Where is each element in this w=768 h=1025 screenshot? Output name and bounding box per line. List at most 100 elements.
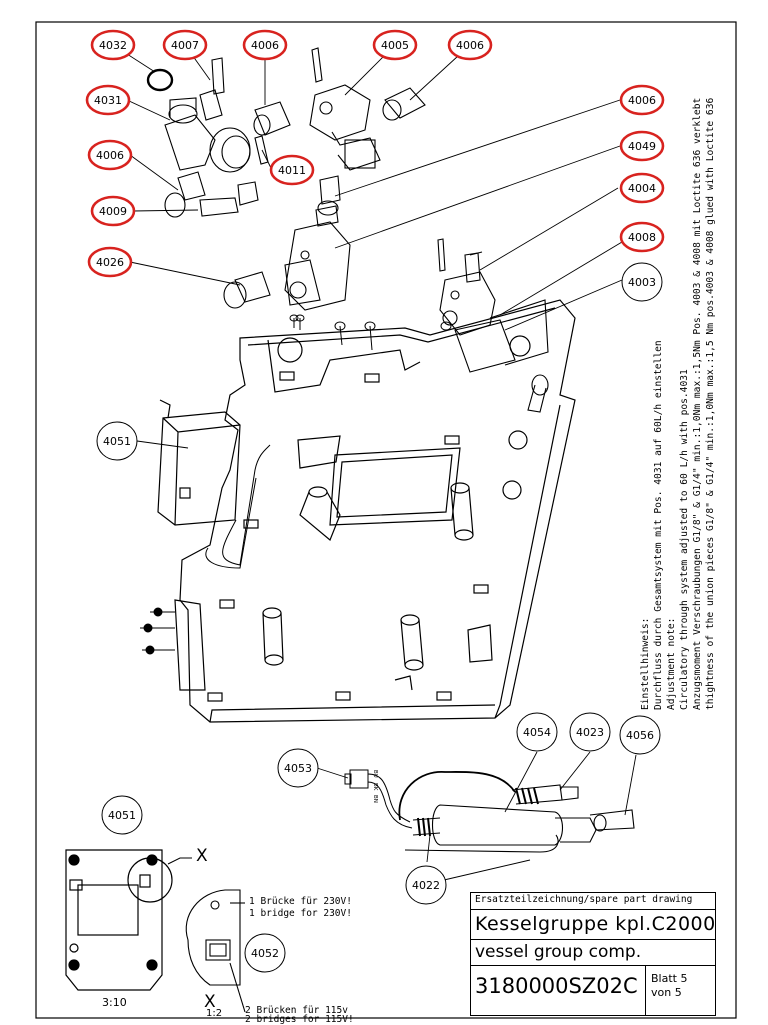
- balloon-label: 4053: [284, 762, 312, 775]
- heater-box: [157, 399, 271, 569]
- balloon-label: 4052: [251, 947, 279, 960]
- chassis-plate: [174, 299, 576, 723]
- balloon-label: 4051: [108, 809, 136, 822]
- balloon-circle: [619, 172, 665, 204]
- balloon-label: 4022: [412, 879, 440, 892]
- scale-detail: 1:2: [206, 1008, 223, 1019]
- balloon-label: 4056: [626, 729, 654, 742]
- balloon-4006: 4006: [447, 29, 493, 61]
- balloon-4056: 4056: [619, 715, 661, 755]
- balloon-circle: [90, 29, 136, 61]
- balloon-circle: [90, 195, 136, 227]
- balloon-label: 4054: [523, 726, 551, 739]
- balloon-label: 4023: [576, 726, 604, 739]
- heater-box-top-view: [65, 849, 173, 991]
- bridge-230-en: 1 bridge for 230V!: [249, 908, 352, 919]
- balloon-label: 4006: [96, 149, 124, 162]
- balloon-label: 4004: [628, 182, 656, 195]
- balloon-4003: 4003: [621, 262, 663, 302]
- drawing-number: 3180000SZ02C: [475, 974, 638, 998]
- balloon-circle: [87, 139, 133, 171]
- balloon-circle: [569, 712, 611, 752]
- note-line-5: Anzugsmoment Verschraubungen G1/8" & G1/…: [692, 97, 703, 710]
- valve-assembly: [146, 47, 549, 413]
- view-marker-leader: [167, 857, 192, 865]
- balloon-circle: [619, 84, 665, 116]
- drawing-name-de: Kesselgruppe kpl.C2000: [475, 913, 716, 935]
- balloon-4007: 4007: [162, 29, 208, 61]
- view-marker-detail: X: [204, 992, 216, 1012]
- balloon-4004: 4004: [619, 172, 665, 204]
- balloon-circle: [405, 865, 447, 905]
- balloon-label: 4032: [99, 39, 127, 52]
- bridge-115-en: 2 bridges for 115V!: [245, 1014, 354, 1025]
- sheet-of: von 5: [651, 986, 682, 999]
- balloon-label: 4031: [94, 94, 122, 107]
- balloon-circle: [621, 262, 663, 302]
- balloon-4008: 4008: [619, 221, 665, 253]
- balloon-circle: [619, 221, 665, 253]
- balloon-circle: [516, 712, 558, 752]
- balloon-label: 4009: [99, 205, 127, 218]
- wire-label-2: BN: [372, 795, 378, 803]
- balloon-4054: 4054: [516, 712, 558, 752]
- balloon-circle: [87, 246, 133, 278]
- balloon-circle: [277, 748, 319, 788]
- balloon-label: 4003: [628, 276, 656, 289]
- drawing-name-en: vessel group comp.: [475, 942, 642, 962]
- balloon-4053: 4053: [277, 748, 319, 788]
- balloon-4006: 4006: [619, 84, 665, 116]
- balloon-circle: [162, 29, 208, 61]
- balloon-4009: 4009: [90, 195, 136, 227]
- balloon-4031: 4031: [85, 84, 131, 116]
- balloon-layer: 4032 4007 4006 4005 4006 4031 4006 4011 4009 4006…: [85, 29, 665, 973]
- balloon-label: 4006: [251, 39, 279, 52]
- title-block-header: Ersatzteilzeichnung/spare part drawing: [475, 894, 693, 905]
- balloon-label: 4011: [278, 164, 306, 177]
- wire-label-1: BK: [372, 783, 378, 791]
- bridge-230-de: 1 Brücke für 230V!: [249, 896, 352, 907]
- balloon-4023: 4023: [569, 712, 611, 752]
- balloon-label: 4007: [171, 39, 199, 52]
- balloon-label: 4006: [628, 94, 656, 107]
- note-line-1: Einstellhinweis:: [640, 617, 651, 710]
- balloon-label: 4006: [456, 39, 484, 52]
- small-screws: [289, 314, 452, 351]
- balloon-circle: [372, 29, 418, 61]
- balloon-4051: 4051: [101, 795, 143, 835]
- balloon-circle: [244, 933, 286, 973]
- balloon-circle: [447, 29, 493, 61]
- balloon-circle: [242, 29, 288, 61]
- sheet-label: Blatt 5: [651, 972, 688, 985]
- balloon-circle: [101, 795, 143, 835]
- drawing-frame: [35, 21, 737, 1019]
- balloon-4022: 4022: [405, 865, 447, 905]
- note-line-6: thightness of the union pieces G1/8" & G…: [705, 97, 716, 710]
- balloon-4026: 4026: [87, 246, 133, 278]
- drawing-notes: Einstellhinweis: Durchfluss durch Gesamt…: [640, 30, 732, 710]
- bridge-115-de: 2 Brücken für 115v: [245, 1005, 348, 1016]
- balloon-4005: 4005: [372, 29, 418, 61]
- bridge-detail-view: [185, 889, 246, 1013]
- balloon-circle: [96, 421, 138, 461]
- title-block: Ersatzteilzeichnung/spare part drawing K…: [470, 892, 716, 1016]
- balloon-circle: [619, 130, 665, 162]
- heating-element: [398, 771, 635, 853]
- balloon-label: 4051: [103, 435, 131, 448]
- balloon-label: 4008: [628, 231, 656, 244]
- balloon-circle: [85, 84, 131, 116]
- leader-lines: [112, 44, 637, 881]
- balloon-4006: 4006: [242, 29, 288, 61]
- wire-label-0: BU: [372, 770, 378, 778]
- view-marker-main: X: [196, 846, 208, 866]
- bracket-screws: [140, 607, 175, 655]
- connector-plug: [344, 769, 413, 829]
- balloon-circle: [269, 154, 315, 186]
- note-line-2: Durchfluss durch Gesamtsystem mit Pos. 4…: [653, 340, 664, 710]
- note-line-3: Adjustment note:: [666, 617, 677, 710]
- balloon-4052: 4052: [244, 933, 286, 973]
- scale-main: 3:10: [102, 996, 127, 1009]
- balloon-label: 4049: [628, 140, 656, 153]
- balloon-4006: 4006: [87, 139, 133, 171]
